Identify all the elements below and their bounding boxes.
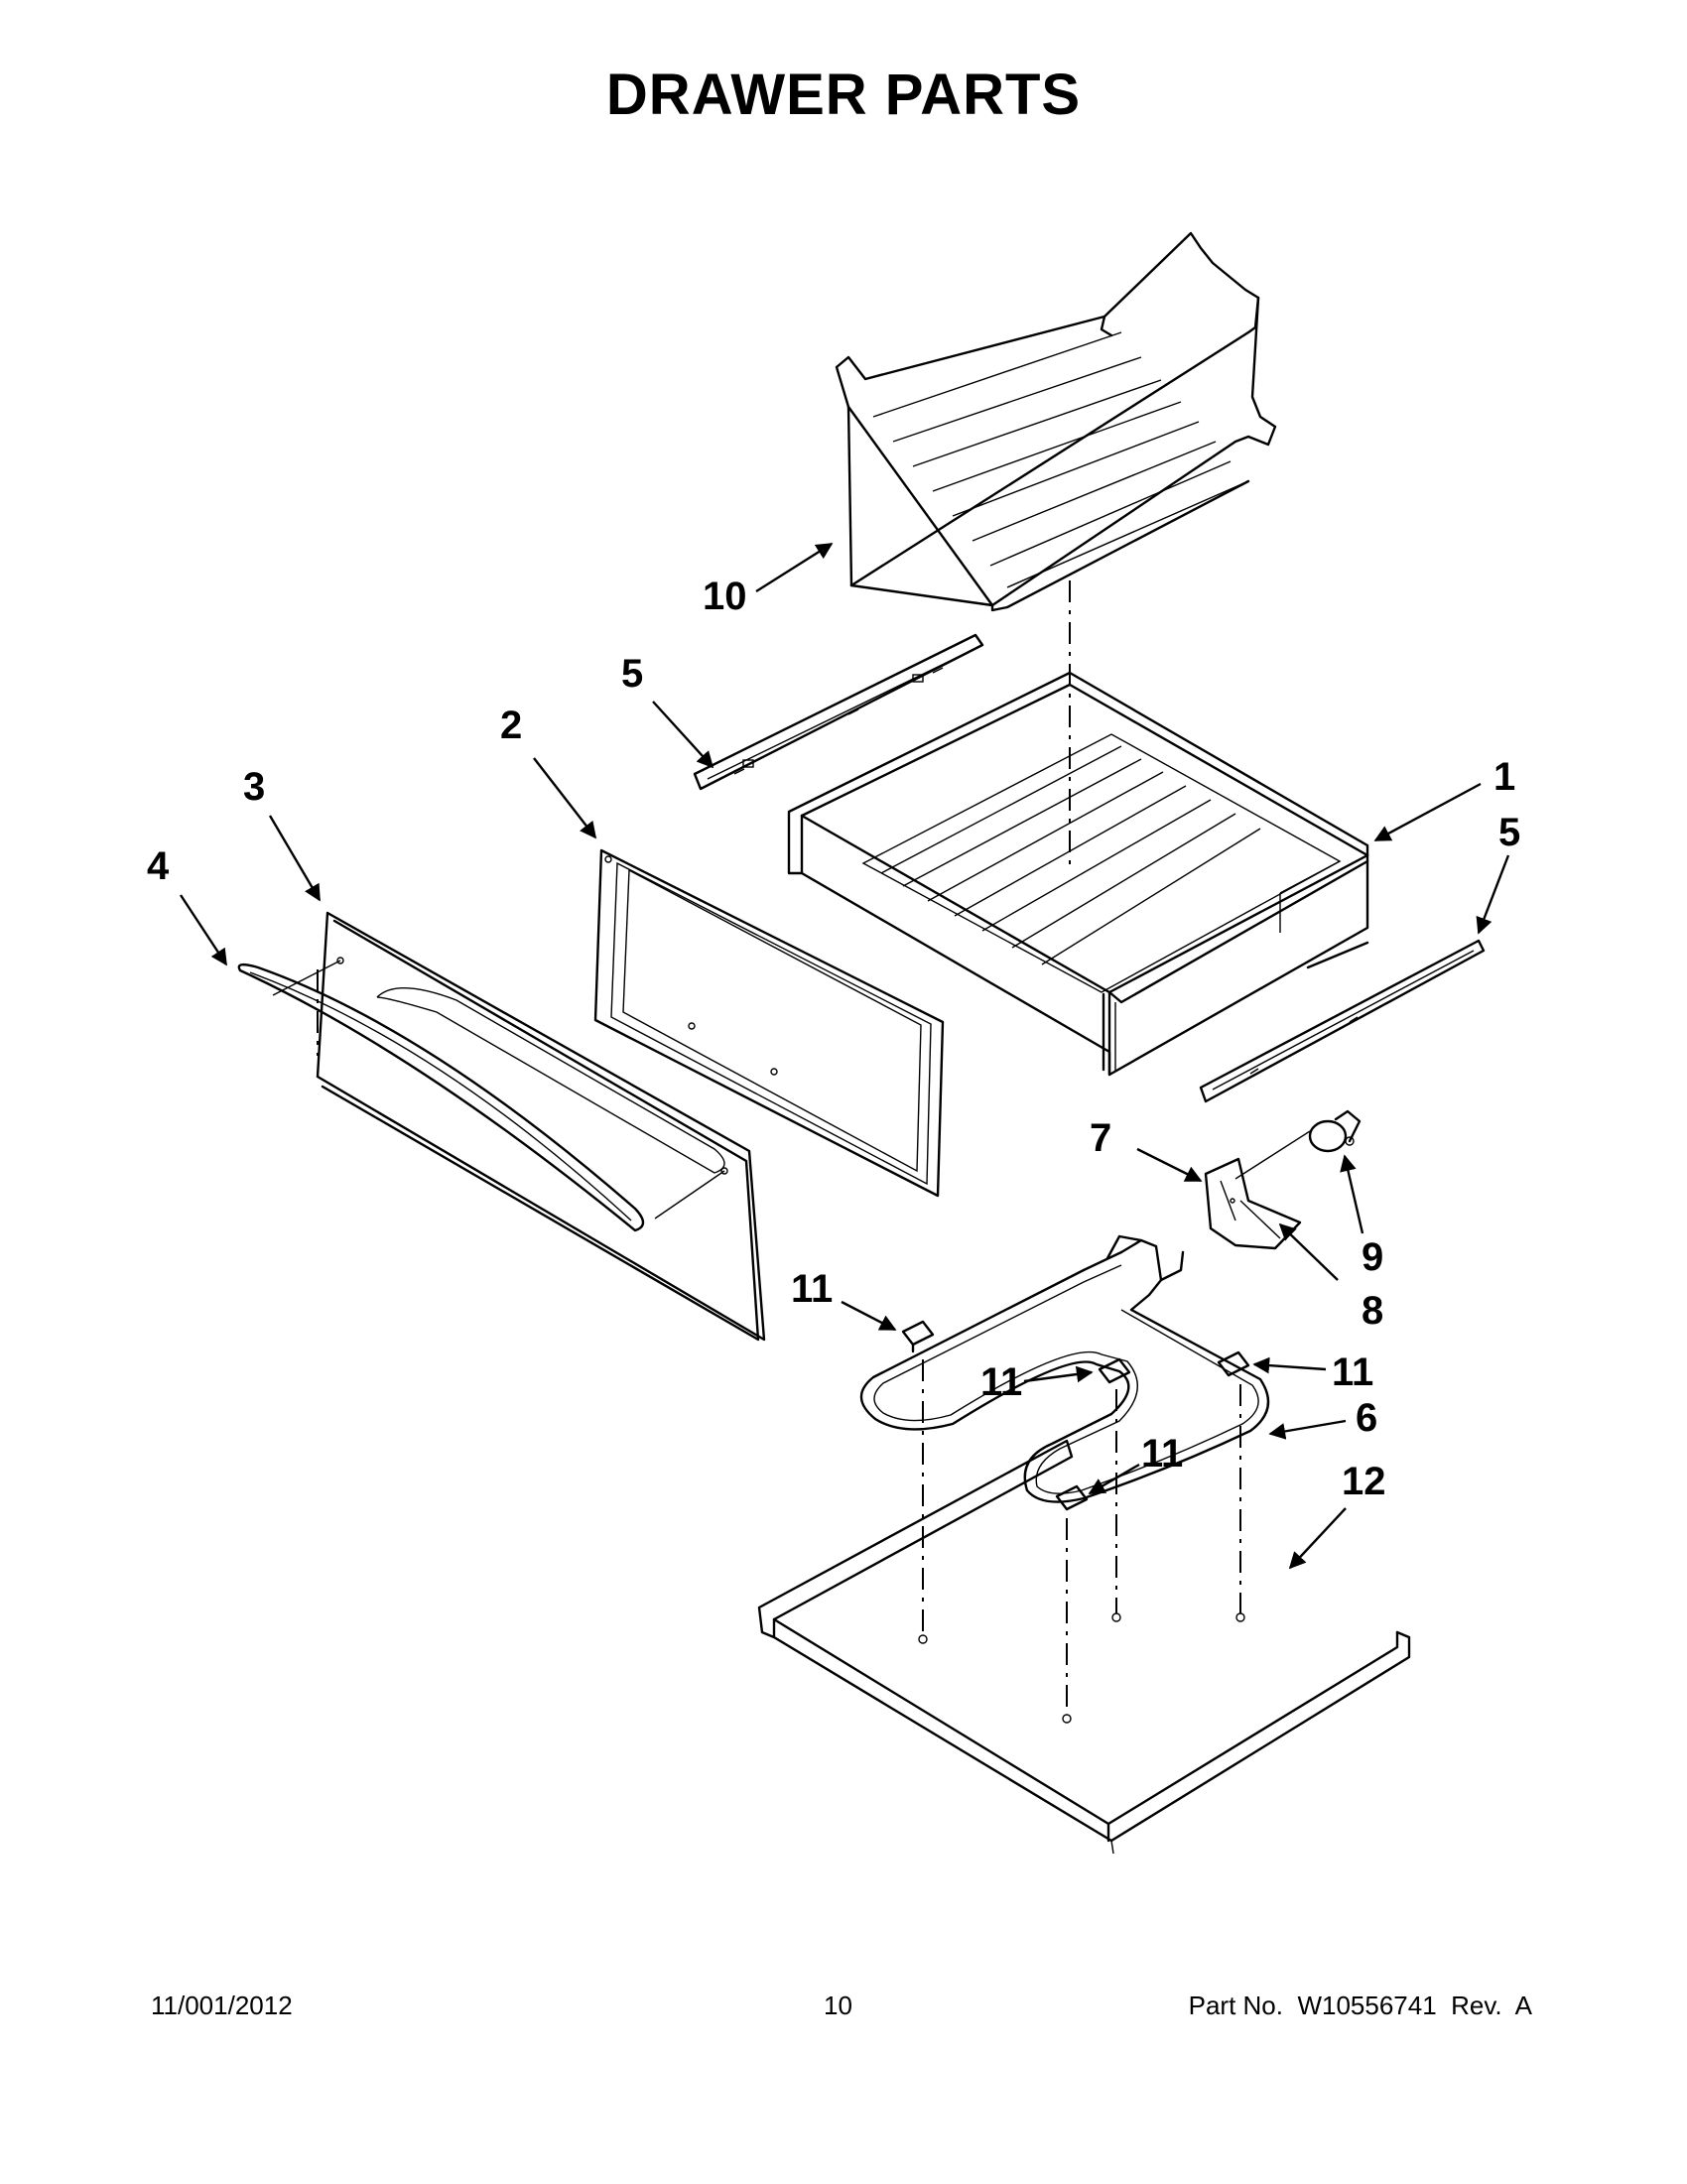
element-clip-1: [901, 1320, 935, 1353]
callout-11-middle: 11: [980, 1360, 1022, 1404]
callout-8: 8: [1362, 1289, 1383, 1333]
callout-1: 1: [1493, 755, 1515, 799]
thermostat: [1308, 1109, 1362, 1153]
leader-9: [1340, 1154, 1364, 1234]
leader-2: [533, 757, 597, 839]
callout-9: 9: [1362, 1235, 1383, 1279]
callout-11-lower: 11: [1141, 1432, 1183, 1476]
leader-8: [1278, 1222, 1339, 1281]
callout-3: 3: [243, 765, 265, 809]
leader-3: [268, 815, 322, 902]
leader-12: [1288, 1507, 1347, 1570]
page-title: DRAWER PARTS: [605, 63, 1082, 127]
element-clip-3: [1217, 1350, 1250, 1377]
footer-part-number: Part No. W10556741 Rev. A: [1188, 1991, 1532, 2020]
callout-7: 7: [1090, 1116, 1111, 1160]
leader-11-right: [1252, 1356, 1327, 1374]
callout-11-left: 11: [791, 1267, 833, 1311]
inner-drawer-panel: [593, 848, 945, 1198]
leader-1: [1373, 782, 1482, 842]
heating-element: [859, 1234, 1270, 1503]
footer-date: 11/001/2012: [151, 1991, 293, 2020]
callout-5-lower: 5: [1498, 811, 1520, 854]
drawer-front-panel: [316, 911, 766, 1342]
element-clip-4: [1055, 1484, 1089, 1511]
leader-10: [755, 542, 834, 593]
footer-page-number: 10: [824, 1991, 852, 2020]
leader-11-lower: [1088, 1463, 1140, 1495]
leader-6: [1268, 1419, 1347, 1440]
wire-rack: [835, 231, 1277, 612]
element-clip-2: [1098, 1357, 1131, 1384]
leader-4: [179, 894, 228, 966]
drawer-handle: [237, 960, 725, 1232]
callout-10: 10: [703, 575, 747, 618]
drawer-slide-lower: [1199, 939, 1486, 1103]
leader-11-left: [841, 1300, 897, 1332]
bracket-assembly: [1204, 1157, 1302, 1250]
callout-11-right: 11: [1332, 1350, 1373, 1394]
leader-11-middle: [1023, 1365, 1094, 1383]
callout-6: 6: [1356, 1396, 1377, 1440]
callout-2: 2: [500, 704, 522, 747]
callout-12: 12: [1342, 1460, 1386, 1503]
leader-5-lower: [1476, 854, 1510, 935]
callout-5-upper: 5: [621, 652, 643, 696]
leader-7: [1136, 1147, 1203, 1183]
drawer-box: [787, 671, 1369, 1077]
bottom-tray: [757, 1439, 1411, 1855]
callout-4: 4: [147, 844, 170, 888]
drawer-slide-upper: [693, 633, 984, 791]
leader-5-upper: [652, 701, 714, 769]
